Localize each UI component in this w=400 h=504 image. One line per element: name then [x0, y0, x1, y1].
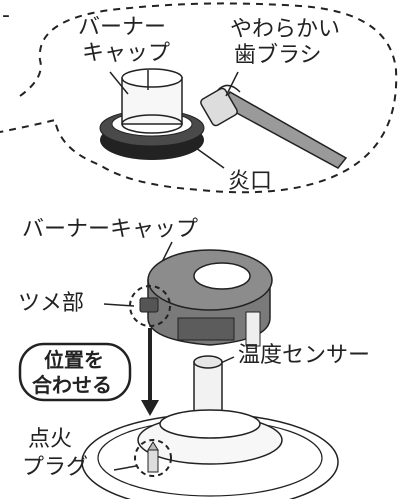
label-burner-cap-top-2: キャップ	[82, 41, 170, 66]
tab-highlight-circle	[129, 285, 171, 327]
leader-cap-top	[109, 71, 129, 95]
igniter-highlight-circle	[134, 439, 172, 477]
leader-burner-cap-main	[161, 241, 173, 263]
label-align-2: 合わせる	[32, 373, 112, 397]
label-burner-cap-top-1: バーナー	[78, 15, 166, 40]
label-align-1: 位置を	[44, 348, 104, 372]
align-arrow-head	[141, 400, 159, 416]
label-igniter-1: 点火	[28, 427, 72, 452]
toothbrush	[200, 84, 348, 169]
leader-flame-port	[195, 147, 225, 169]
top-dash: -	[2, 3, 10, 28]
label-igniter-2: プラグ	[22, 455, 88, 480]
label-burner-cap-main: バーナーキャップ	[22, 217, 198, 242]
detail-burner	[99, 68, 205, 160]
label-toothbrush-1: やわらかい	[230, 17, 340, 42]
align-badge	[18, 342, 132, 402]
label-tab-part: ツメ部	[18, 291, 84, 316]
label-temp-sensor: 温度センサー	[238, 343, 370, 368]
leader-igniter	[113, 465, 137, 471]
igniter-plug	[147, 441, 159, 473]
burner-base	[81, 409, 339, 504]
leader-tab-part	[103, 303, 135, 307]
label-toothbrush-2: 歯ブラシ	[234, 43, 322, 68]
detail-bubble	[0, 2, 398, 194]
leader-toothbrush	[225, 71, 239, 97]
burner-cap	[139, 249, 273, 347]
label-flame-port: 炎口	[228, 169, 272, 194]
